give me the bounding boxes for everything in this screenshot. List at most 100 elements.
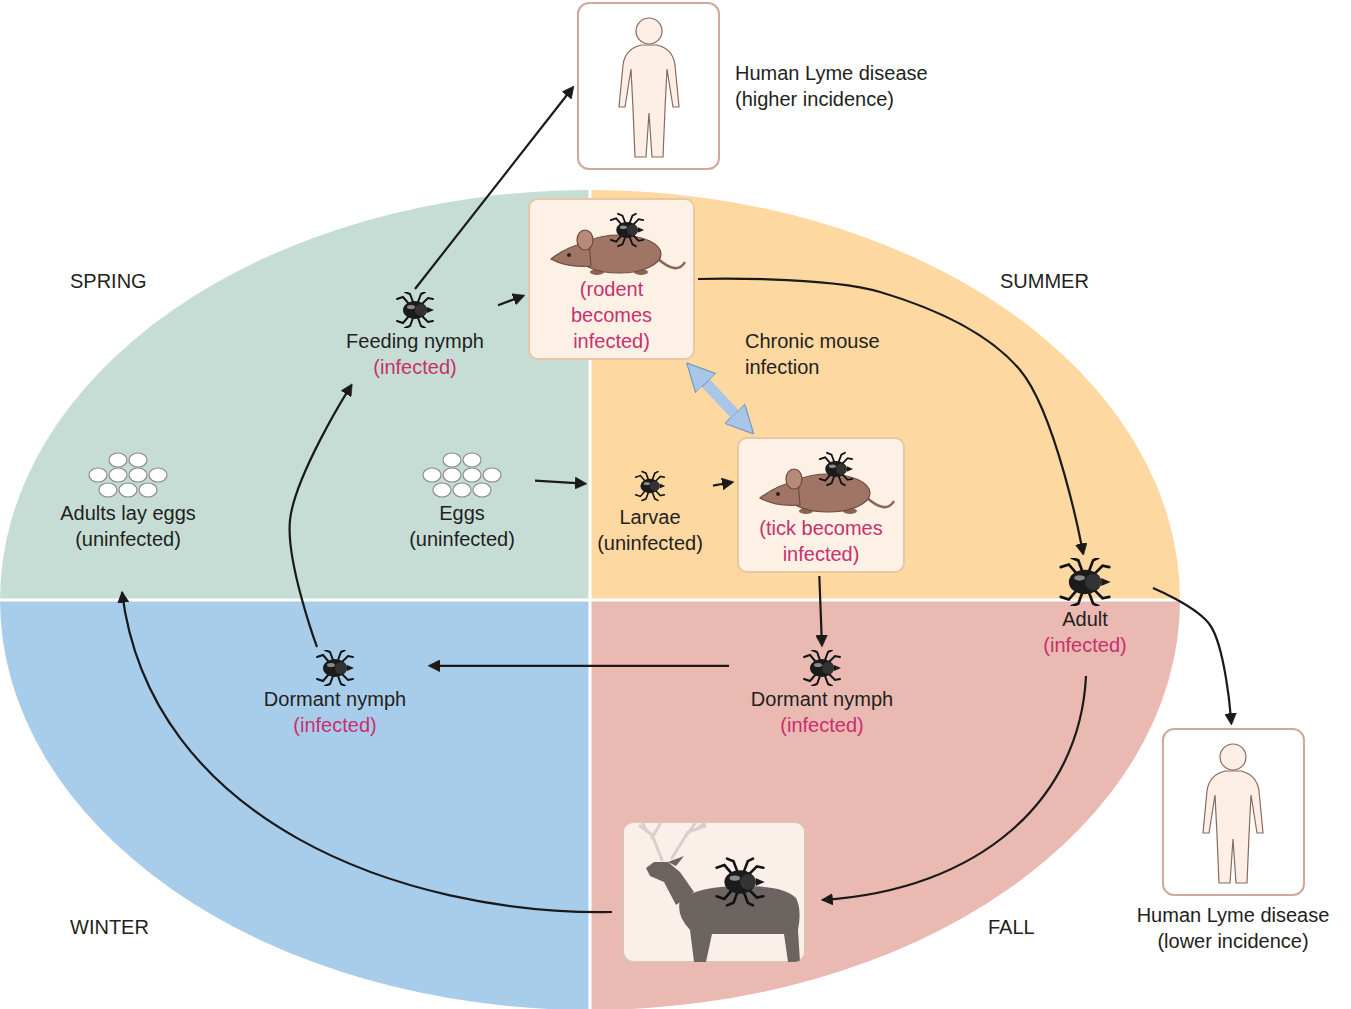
tick-icon — [717, 859, 765, 906]
mouse-ear — [577, 230, 593, 250]
egg — [443, 468, 461, 482]
egg-picture — [83, 450, 173, 500]
disease-label: Human Lyme disease (higher incidence) — [735, 60, 975, 112]
tick-leg — [717, 865, 733, 874]
tick-leg — [1094, 590, 1109, 598]
tick-leg — [842, 458, 852, 463]
antler — [640, 822, 646, 830]
tick-leg — [342, 656, 353, 662]
tick-leg — [1094, 566, 1109, 574]
tick-head — [756, 878, 765, 886]
egg — [109, 468, 127, 482]
quadrant-divider — [0, 599, 1180, 602]
egg — [89, 468, 107, 482]
egg — [443, 453, 461, 467]
deer-body — [679, 886, 800, 962]
tick-leg — [642, 492, 648, 500]
tick-leg — [717, 890, 733, 899]
deer-illustration — [640, 822, 800, 962]
tick-leg — [633, 235, 643, 240]
tick-icon — [317, 650, 354, 686]
tick-body — [825, 461, 847, 477]
winter-quadrant — [0, 600, 590, 1009]
tick-leg — [397, 297, 409, 304]
tick-highlight — [814, 663, 822, 667]
cycle-arrow — [498, 299, 515, 305]
tick-leg — [1061, 564, 1077, 573]
tick-leg — [317, 655, 329, 662]
egg — [473, 483, 491, 497]
tick-leg — [829, 656, 840, 662]
season-label: FALL — [988, 914, 1035, 940]
mouse-eye — [776, 492, 780, 496]
egg — [99, 483, 117, 497]
infection-status: (infected) — [335, 354, 495, 380]
infection-status: (infected) — [732, 712, 912, 738]
tick-scutum — [836, 464, 847, 475]
tick-leg — [652, 492, 658, 500]
tick-leg — [636, 491, 646, 497]
mouse-picture — [537, 204, 687, 276]
tick-picture — [335, 292, 495, 328]
tick-leg — [610, 218, 621, 224]
human-body — [1203, 771, 1263, 883]
tick-leg — [825, 676, 832, 686]
tick-picture — [245, 650, 425, 686]
tick-leg — [397, 316, 409, 323]
tick-head — [660, 484, 666, 489]
egg-cluster — [423, 453, 501, 497]
text-group: Human Lyme disease (lower incidence) — [1128, 902, 1338, 954]
tick-scutum — [415, 304, 427, 316]
stage-name: Dormant nymph — [245, 686, 425, 712]
tick-icon — [1061, 558, 1111, 606]
tick-leg — [812, 676, 820, 686]
human-picture — [589, 11, 709, 161]
tick-icon — [636, 472, 666, 501]
text-group: Adult(infected) — [1020, 606, 1150, 658]
figure-frame — [577, 2, 720, 170]
fall-quadrant — [590, 600, 1351, 1009]
egg — [129, 468, 147, 482]
cycle-arrow — [1153, 588, 1231, 714]
egg — [139, 483, 157, 497]
tick-body — [810, 659, 834, 677]
antler — [640, 826, 662, 860]
text-group: (rodent becomes infected) — [552, 276, 672, 354]
tick-stage: Adult(infected) — [1020, 558, 1150, 658]
tick-head — [637, 227, 643, 232]
human-box: Human Lyme disease (lower incidence) — [1128, 728, 1338, 954]
tick-leg — [418, 292, 425, 302]
tick-body — [724, 870, 755, 893]
antler — [686, 822, 696, 836]
tick-leg — [827, 476, 834, 485]
tick-leg — [633, 219, 643, 224]
tick-leg — [405, 318, 413, 328]
cycle-arrow — [535, 481, 576, 484]
tick-leg — [812, 650, 820, 660]
tick-leg — [820, 457, 831, 463]
stage-name: Eggs (uninfected) — [392, 500, 532, 552]
tick-leg — [839, 476, 845, 485]
deer-box — [623, 822, 805, 962]
tick-picture — [732, 650, 912, 686]
season-label: SPRING — [70, 268, 147, 294]
cycle-arrow — [439, 665, 729, 667]
stage-name: Dormant nymph — [732, 686, 912, 712]
tick-leg — [629, 214, 635, 223]
tick-leg — [642, 472, 648, 480]
human-figure — [619, 18, 679, 157]
tick-leg — [338, 650, 345, 660]
cycle-arrow — [122, 592, 612, 912]
double-arrow — [704, 381, 737, 415]
tick-stage: Feeding nymph(infected) — [335, 292, 495, 380]
tick-highlight — [1074, 575, 1085, 580]
tick-scutum — [1085, 574, 1101, 590]
text-group: Human Lyme disease (higher incidence) — [735, 60, 975, 112]
infection-status: (tick becomes infected) — [746, 515, 896, 567]
stage-name: Feeding nymph — [335, 328, 495, 354]
tick-scutum — [335, 662, 347, 674]
tick-leg — [804, 655, 816, 662]
mouse-picture — [746, 443, 896, 515]
tick-leg — [1089, 593, 1098, 606]
